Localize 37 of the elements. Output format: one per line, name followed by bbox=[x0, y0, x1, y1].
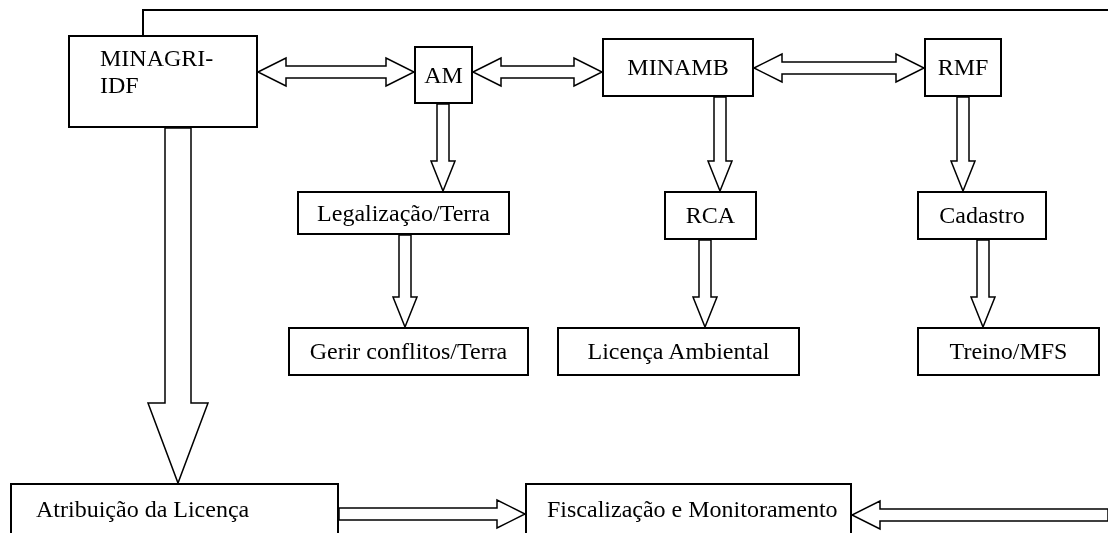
process-box bbox=[288, 327, 529, 376]
process-box bbox=[297, 191, 510, 235]
process-box bbox=[525, 483, 852, 533]
box-label: Licença Ambiental bbox=[587, 338, 770, 365]
process-box bbox=[68, 35, 258, 128]
block-arrow bbox=[146, 127, 210, 486]
box-label: Atribuição da Licença bbox=[36, 495, 250, 523]
box-label: Treino/MFS bbox=[949, 338, 1068, 365]
box-label: MINAGRI-IDF bbox=[100, 45, 215, 99]
block-arrow bbox=[691, 239, 719, 329]
block-arrow bbox=[429, 103, 457, 193]
process-box bbox=[557, 327, 800, 376]
block-arrow bbox=[850, 499, 1108, 531]
box-label: AM bbox=[424, 61, 463, 89]
process-box bbox=[924, 38, 1002, 97]
box-label: RMF bbox=[937, 54, 989, 81]
box-label: Gerir conflitos/Terra bbox=[309, 338, 508, 365]
process-box bbox=[414, 46, 473, 104]
box-label: Fiscalização e Monitoramento bbox=[547, 495, 838, 523]
box-label: MINAMB bbox=[627, 54, 729, 81]
block-arrow bbox=[471, 56, 604, 88]
block-arrow bbox=[706, 96, 734, 193]
block-arrow bbox=[752, 52, 926, 84]
process-box bbox=[917, 191, 1047, 240]
box-label: Cadastro bbox=[939, 202, 1025, 229]
block-arrow bbox=[949, 96, 977, 193]
block-arrow bbox=[256, 56, 416, 88]
process-box bbox=[664, 191, 757, 240]
process-box bbox=[10, 483, 339, 533]
box-label: Legalização/Terra bbox=[317, 199, 490, 227]
block-arrow bbox=[338, 498, 527, 530]
box-label: RCA bbox=[685, 202, 736, 229]
connector-line bbox=[142, 9, 1108, 36]
process-box bbox=[602, 38, 754, 97]
process-box bbox=[917, 327, 1100, 376]
block-arrow bbox=[391, 234, 419, 329]
block-arrow bbox=[969, 239, 997, 329]
